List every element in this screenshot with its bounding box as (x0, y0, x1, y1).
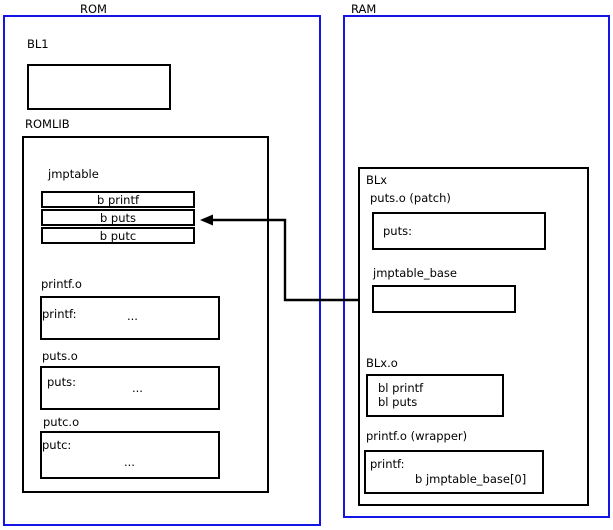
printf-o-box: printf: ... (40, 296, 220, 340)
puts-patch-symbol: puts: (383, 224, 412, 238)
puts-patch-box: puts: (372, 212, 546, 250)
printf-wrapper-instruction: b jmptable_base[0] (415, 472, 527, 486)
blx-o-line-2: bl puts (378, 395, 418, 409)
printf-wrapper-box: printf: b jmptable_base[0] (364, 450, 544, 494)
blx-label: BLx (366, 173, 388, 187)
blx-o-line-1: bl printf (378, 381, 424, 395)
putc-o-body: ... (124, 455, 135, 469)
jmptable-entry-2: b putc (41, 227, 195, 244)
puts-o-label: puts.o (42, 349, 78, 363)
printf-o-label: printf.o (41, 277, 82, 291)
printf-wrapper-symbol: printf: (370, 457, 405, 471)
jmptable-base-label: jmptable_base (373, 266, 457, 280)
jmptable-base-box (372, 285, 516, 313)
puts-o-box: puts: ... (40, 366, 220, 410)
printf-wrapper-label: printf.o (wrapper) (366, 429, 468, 443)
printf-o-body: ... (127, 309, 138, 323)
romlib-label: ROMLIB (25, 117, 70, 131)
puts-patch-label: puts.o (patch) (370, 191, 451, 205)
blx-o-label: BLx.o (366, 356, 398, 370)
rom-region-title: ROM (80, 2, 107, 16)
putc-o-symbol: putc: (42, 438, 72, 452)
jmptable-entry-0: b printf (41, 191, 195, 208)
putc-o-box: putc: ... (40, 431, 220, 479)
bl1-label: BL1 (27, 37, 49, 51)
bl1-box (27, 64, 171, 110)
jmptable-entry-1: b puts (41, 209, 195, 226)
puts-o-body: ... (132, 381, 143, 395)
putc-o-label: putc.o (43, 415, 80, 429)
printf-o-symbol: printf: (42, 307, 77, 321)
ram-region-title: RAM (351, 2, 377, 16)
jmptable-label: jmptable (48, 167, 99, 181)
blx-o-box: bl printf bl puts (366, 374, 504, 417)
puts-o-symbol: puts: (47, 375, 76, 389)
